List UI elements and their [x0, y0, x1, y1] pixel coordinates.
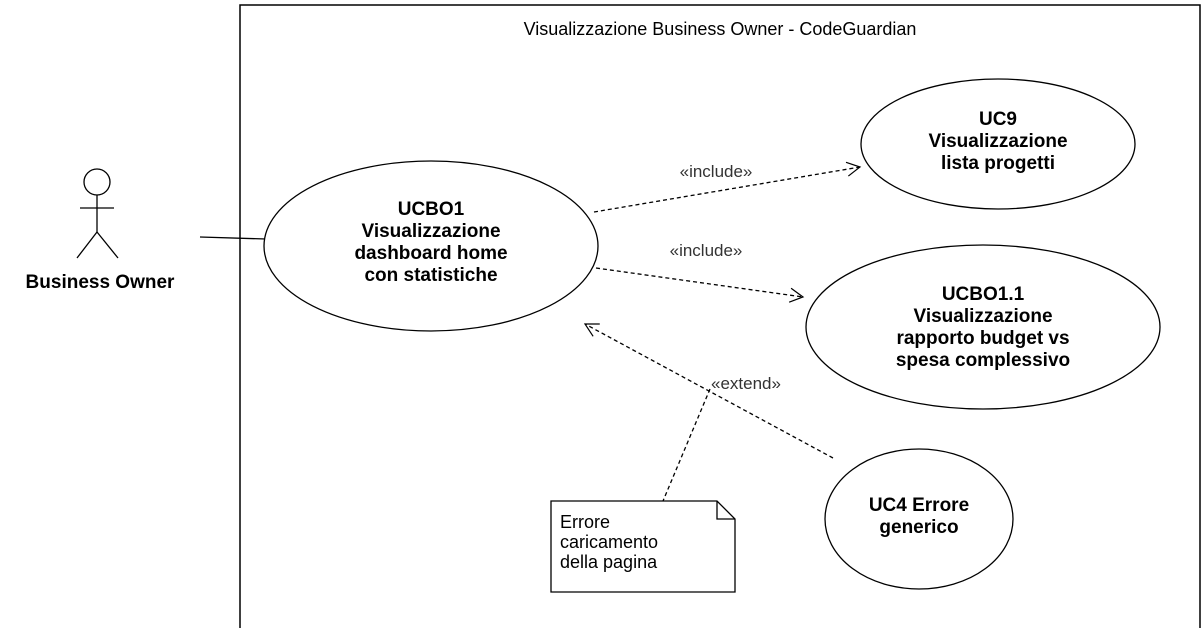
extend-label: «extend» [711, 374, 781, 393]
include-label-ucbo1-1: «include» [669, 241, 743, 260]
use-case-uc9[interactable] [860, 78, 1136, 210]
use-case-ucbo1-1[interactable] [805, 244, 1161, 410]
use-case-uc4[interactable] [824, 448, 1014, 590]
note-text: Errore caricamento della pagina [560, 512, 659, 573]
note-anchor-line [662, 388, 711, 502]
use-case-uc9-label[interactable]: UC9 Visualizzazione lista progetti [928, 109, 1068, 174]
system-boundary [239, 4, 1201, 628]
include-arrow-uc9 [593, 161, 862, 213]
system-title: Visualizzazione Business Owner - CodeGua… [523, 19, 917, 39]
association-line [199, 236, 267, 240]
actor-label: Business Owner [25, 272, 175, 293]
note-shape [550, 500, 736, 593]
use-case-ucbo1-label[interactable]: UCBO1 Visualizzazione dashboard home con… [354, 199, 508, 286]
use-case-uc4-label[interactable]: UC4 Errore generico [868, 495, 970, 538]
include-arrow-ucbo1-1 [595, 267, 805, 303]
include-label-uc9: «include» [679, 162, 753, 181]
actor-icon [76, 168, 119, 259]
use-case-ucbo1[interactable] [263, 160, 599, 332]
use-case-ucbo1-1-label[interactable]: UCBO1.1 Visualizzazione rapporto budget … [895, 284, 1071, 371]
